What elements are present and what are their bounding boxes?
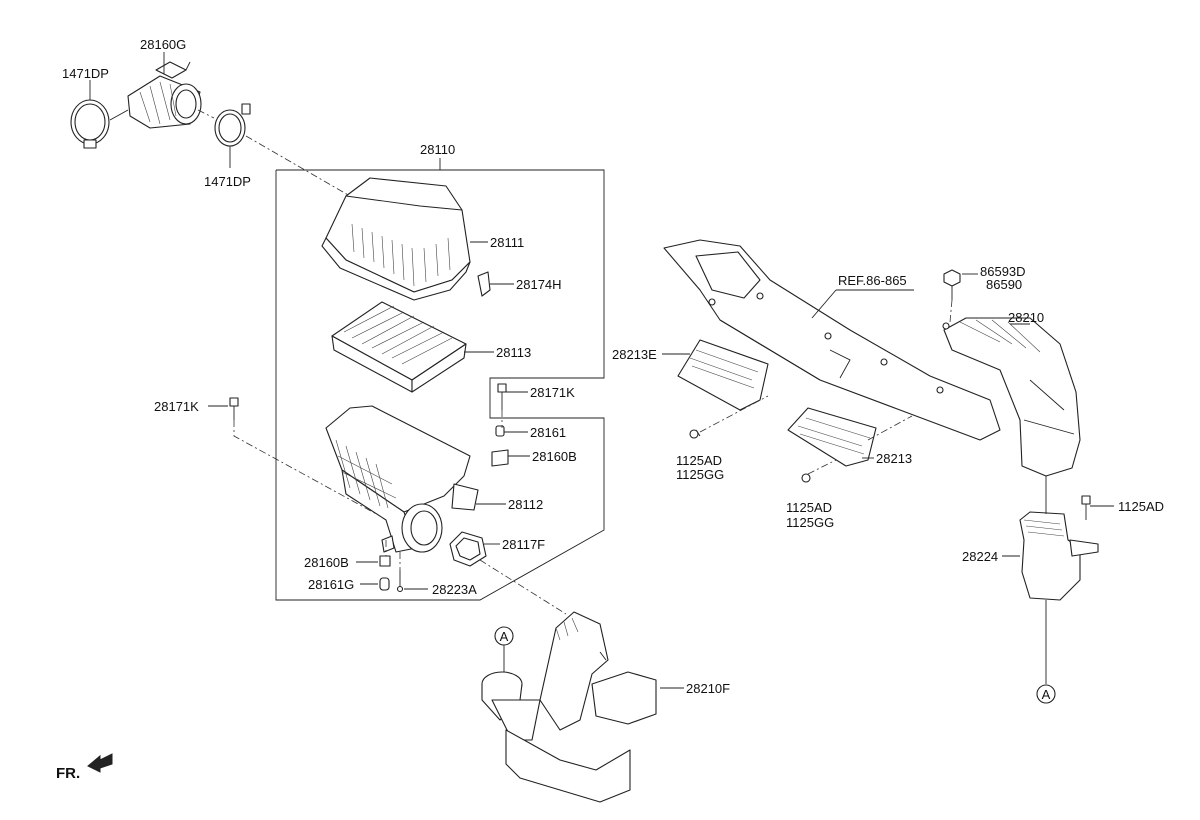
marker-a-right: A — [1036, 684, 1056, 704]
label-86590: 86590 — [986, 277, 1022, 292]
label-1471DP-bottom: 1471DP — [204, 174, 251, 189]
part-labels: 28160G 1471DP 1471DP 28110 28111 28174H … — [62, 37, 1164, 696]
label-28161: 28161 — [530, 425, 566, 440]
bolt-28171K-left — [229, 397, 239, 420]
label-28160B-right: 28160B — [532, 449, 577, 464]
label-1125GG-a: 1125GG — [676, 467, 724, 482]
front-arrow-icon — [87, 753, 113, 773]
label-28171K-right: 28171K — [530, 385, 575, 400]
label-28117F: 28117F — [502, 537, 545, 552]
label-28224: 28224 — [962, 549, 998, 564]
nut-86593D — [943, 269, 961, 300]
cowl-panel-ref — [663, 239, 1001, 441]
label-86593D: 86593D — [980, 264, 1026, 279]
label-28213: 28213 — [876, 451, 912, 466]
mount-28160B-left — [379, 555, 391, 567]
label-28160B-left: 28160B — [304, 555, 349, 570]
gasket-28117F — [449, 531, 487, 567]
clamp-1471DP-left — [70, 99, 110, 149]
label-ref-86-865: REF.86-865 — [838, 273, 907, 288]
assembly-box-28110 — [275, 158, 605, 601]
duct-28210F — [481, 611, 657, 803]
duct-28213E — [677, 339, 769, 439]
label-28112: 28112 — [508, 497, 543, 512]
label-28161G: 28161G — [308, 577, 354, 592]
marker-a-top: A — [494, 626, 514, 646]
label-1125AD-c: 1125AD — [1118, 499, 1164, 514]
hose-28160G — [127, 61, 202, 129]
label-28210: 28210 — [1008, 310, 1044, 325]
label-28223A: 28223A — [432, 582, 477, 597]
label-1471DP-top: 1471DP — [62, 66, 109, 81]
filter-element-28113 — [331, 301, 467, 393]
label-28213E: 28213E — [612, 347, 657, 362]
label-28171K-left: 28171K — [154, 399, 199, 414]
air-cleaner-body-28112 — [325, 405, 479, 553]
grommet-28161 — [495, 425, 505, 437]
grommet-28161G — [379, 577, 390, 591]
bolt-28171K-right — [497, 383, 507, 410]
pin-28223A — [396, 570, 404, 593]
marker-a-top-label: A — [500, 629, 509, 644]
label-1125GG-b: 1125GG — [786, 515, 834, 530]
label-28111: 28111 — [490, 235, 524, 250]
front-indicator: FR. — [56, 753, 113, 782]
marker-a-right-label: A — [1042, 687, 1051, 702]
label-28110: 28110 — [420, 142, 455, 157]
clip-28174H — [477, 271, 491, 297]
label-1125AD-a: 1125AD — [676, 453, 722, 468]
front-label: FR. — [56, 765, 80, 782]
label-28113: 28113 — [496, 345, 531, 360]
mount-28160B-right — [491, 449, 509, 467]
label-1125AD-b: 1125AD — [786, 500, 832, 515]
connector-28224 — [1019, 511, 1099, 601]
leader-lines — [89, 52, 1114, 689]
clamp-1471DP-right — [214, 103, 251, 147]
duct-28210 — [942, 317, 1081, 477]
assembly-paths — [197, 109, 953, 615]
air-cleaner-cover-28111 — [321, 177, 471, 301]
label-28160G: 28160G — [140, 37, 186, 52]
label-28174H: 28174H — [516, 277, 562, 292]
duct-28213 — [787, 407, 877, 483]
bolt-1125AD-right — [1081, 495, 1091, 520]
label-28210F: 28210F — [686, 681, 730, 696]
